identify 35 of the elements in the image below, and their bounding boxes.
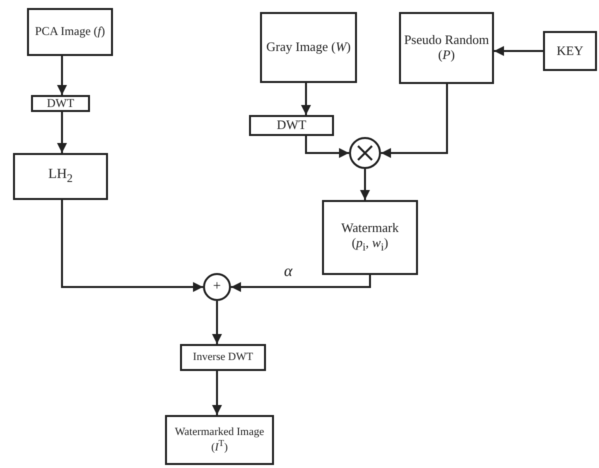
process-box bbox=[13, 153, 108, 200]
operator-symbol: + bbox=[213, 278, 221, 296]
process-box bbox=[399, 12, 494, 84]
arrow bbox=[57, 112, 67, 153]
process-box bbox=[27, 8, 113, 56]
operator-circle bbox=[349, 137, 381, 169]
node-label: (p$_{i}$, w$_{i}$) bbox=[352, 236, 388, 254]
arrow bbox=[61, 200, 203, 292]
node-label: KEY bbox=[556, 44, 584, 58]
process-box bbox=[260, 12, 357, 83]
process-box bbox=[31, 95, 90, 112]
process-box bbox=[165, 415, 274, 465]
arrow bbox=[305, 136, 349, 158]
node-label: Inverse DWT bbox=[192, 351, 254, 364]
node-label: DWT bbox=[46, 96, 74, 110]
operator-circle bbox=[203, 273, 231, 301]
arrow bbox=[494, 46, 543, 56]
arrow bbox=[231, 275, 371, 292]
node-label: LH$_{2}$ bbox=[48, 167, 73, 186]
process-box bbox=[249, 115, 334, 136]
node-label: DWT bbox=[276, 118, 306, 133]
node-label: Pseudo Random (P) bbox=[403, 33, 490, 63]
arrow bbox=[381, 84, 448, 158]
process-box bbox=[543, 31, 597, 71]
arrow bbox=[57, 56, 67, 95]
arrow bbox=[212, 371, 222, 415]
process-box bbox=[322, 200, 418, 275]
arrow bbox=[301, 83, 311, 115]
process-box bbox=[180, 344, 266, 371]
arrow bbox=[212, 301, 222, 344]
arrow bbox=[360, 169, 370, 200]
node-label: Watermarked Image (I$^{T}$) bbox=[174, 426, 266, 454]
node-label: Gray Image (W) bbox=[266, 40, 351, 55]
node-label: Watermark bbox=[341, 221, 399, 236]
node-label: PCA Image (f) bbox=[34, 25, 105, 39]
